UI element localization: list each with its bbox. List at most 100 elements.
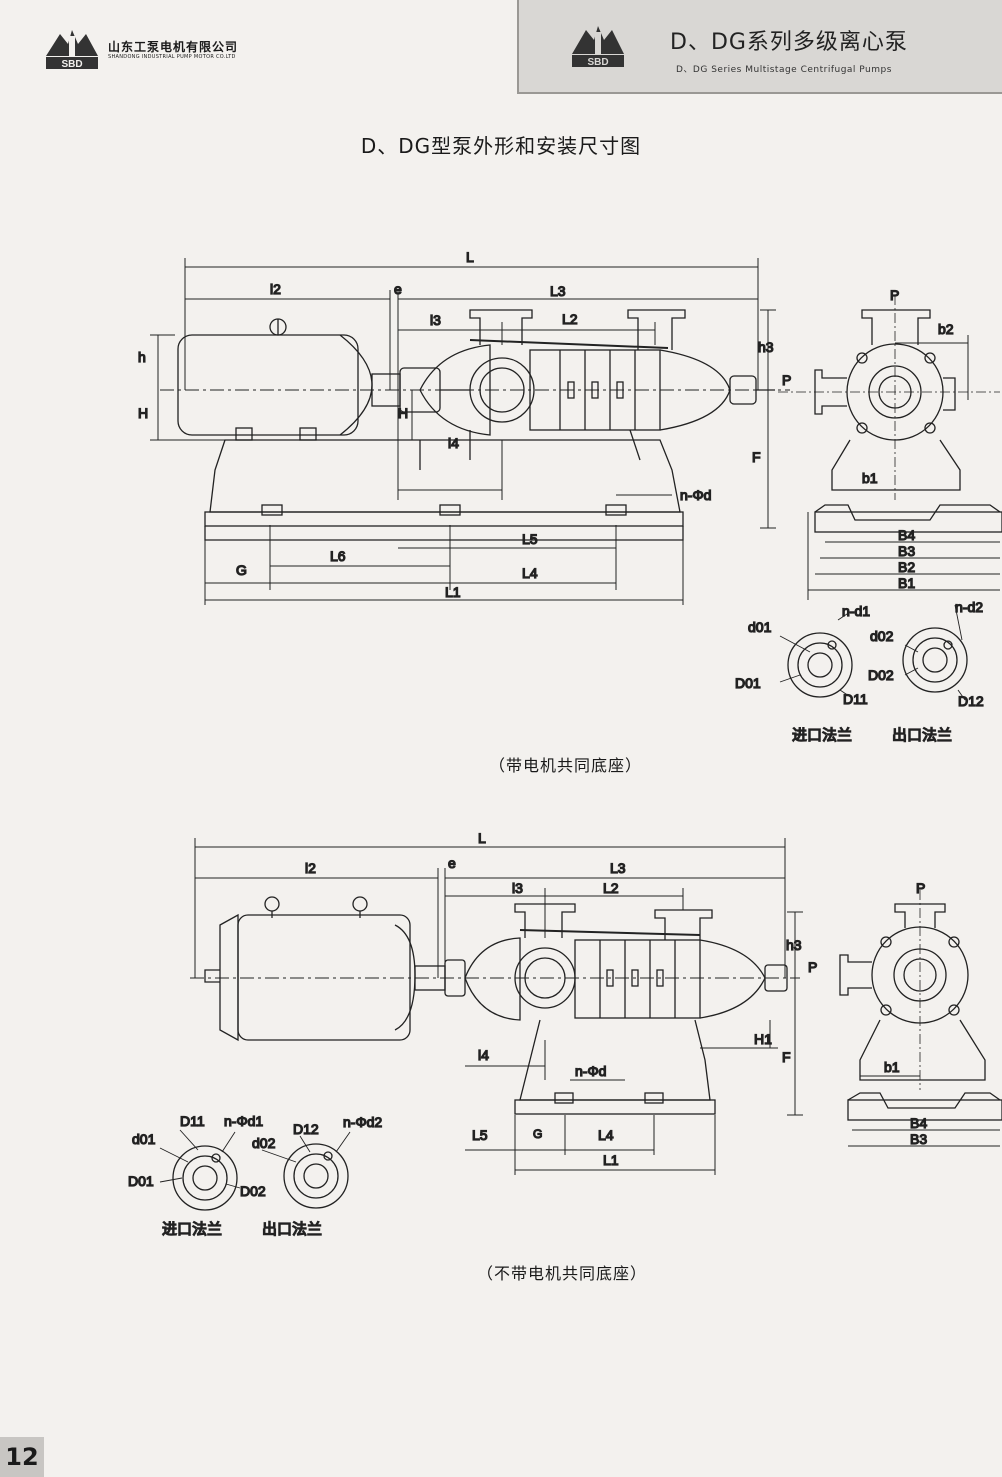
label-B1: B1: [898, 575, 915, 591]
label-flange-in: 进口法兰: [792, 726, 852, 744]
label-d02: d02: [870, 628, 894, 644]
label-d01-2: d01: [132, 1131, 156, 1147]
label-H: H: [138, 405, 148, 421]
company-logo-icon: SBD: [46, 30, 98, 70]
series-title-cn: D、DG系列多级离心泵: [670, 30, 908, 55]
outlet-flange-icon: [902, 627, 968, 693]
label-L6: L6: [330, 548, 346, 564]
label-l3-2: l3: [512, 880, 523, 896]
label-e-2: e: [448, 855, 456, 871]
label-L1-2: L1: [603, 1152, 619, 1168]
label-H-pump: H: [398, 405, 408, 421]
pump-outlet-nozzle: [627, 309, 686, 350]
pump-stage-body-2: [574, 939, 701, 1019]
label-D02: D02: [868, 667, 894, 683]
side-outlet-nozzle: [861, 309, 931, 345]
bottom-side-view: [839, 890, 1002, 1147]
label-d02-2: d02: [252, 1135, 276, 1151]
label-P-side: P: [782, 372, 791, 388]
pump-inlet-nozzle: [469, 309, 533, 345]
label-flange-in-2: 进口法兰: [162, 1220, 222, 1238]
label-B2: B2: [898, 559, 915, 575]
label-flange-out: 出口法兰: [892, 726, 952, 744]
label-e: e: [394, 281, 402, 297]
label-F: F: [752, 449, 761, 465]
page-header: SBD 山东工泵电机有限公司 SHANDONG INDUSTRIAL PUMP …: [0, 0, 1002, 95]
series-title-en: D、DG Series Multistage Centrifugal Pumps: [676, 65, 892, 75]
inlet-flange-icon-2: [172, 1145, 238, 1211]
svg-text:SBD: SBD: [587, 57, 608, 68]
svg-text:SBD: SBD: [61, 59, 82, 70]
label-H1-2: H1: [754, 1031, 772, 1047]
company-name-cn: 山东工泵电机有限公司: [108, 40, 239, 54]
top-drawing: L l2 e L3 l3 L2 h3 h H H l4 P P b2 b1 F …: [137, 248, 1002, 745]
top-side-view: [778, 295, 1002, 600]
label-D12: D12: [958, 693, 984, 709]
outlet-flange-icon-2: [283, 1143, 349, 1209]
label-L5-2: L5: [472, 1127, 488, 1143]
label-n-phi-d: n-Φd: [680, 487, 711, 503]
label-b1-2: b1: [884, 1059, 900, 1075]
company-name-en: SHANDONG INDUSTRIAL PUMP MOTOR CO.LTD: [108, 54, 236, 60]
label-D11: D11: [843, 691, 868, 707]
label-D12-2: D12: [293, 1121, 319, 1137]
label-P-side-2: P: [808, 959, 817, 975]
label-n-phi-d1-2: n-Φd1: [224, 1113, 263, 1129]
label-G-2: G: [533, 1127, 542, 1141]
label-L1: L1: [445, 584, 461, 600]
page-number: 12: [0, 1437, 44, 1477]
label-L2-2: L2: [603, 880, 619, 896]
caption-without-base: （不带电机共同底座）: [477, 1264, 648, 1283]
label-flange-out-2: 出口法兰: [262, 1220, 322, 1238]
motor-lifting-eye-icon-2: [264, 896, 280, 912]
label-h3-2: h3: [786, 937, 802, 953]
label-B3-2: B3: [910, 1131, 927, 1147]
label-b2: b2: [938, 321, 954, 337]
label-P-top-2: P: [916, 880, 925, 896]
label-l2: l2: [270, 281, 281, 297]
caption-with-base: （带电机共同底座）: [489, 756, 643, 775]
label-P-top: P: [890, 287, 899, 303]
motor-body-2: [237, 914, 411, 1041]
label-L4-2: L4: [598, 1127, 614, 1143]
common-base: [204, 511, 684, 527]
motor-body: [177, 334, 359, 436]
label-L3-2: L3: [610, 860, 626, 876]
top-flanges: [779, 604, 968, 701]
label-L3: L3: [550, 283, 566, 299]
bottom-dimension-lines: [194, 838, 803, 1175]
label-D11-2: D11: [180, 1113, 205, 1129]
inlet-flange-icon: [787, 632, 853, 698]
bottom-flanges: [159, 1129, 351, 1211]
label-h3: h3: [758, 339, 774, 355]
label-D01-2: D01: [128, 1173, 154, 1189]
label-F-2: F: [782, 1049, 791, 1065]
bottom-drawing: L l2 e L3 l3 L2 h3 P P H1 F l4 n-Φd b1 B…: [127, 829, 1002, 1239]
label-n-phi-d-2: n-Φd: [575, 1063, 606, 1079]
label-l2-2: l2: [305, 860, 316, 876]
label-L4: L4: [522, 565, 538, 581]
label-B4: B4: [898, 527, 915, 543]
label-d01: d01: [748, 619, 772, 635]
motor-lifting-eye-icon-3: [352, 896, 368, 912]
label-G: G: [236, 562, 247, 578]
label-B4-2: B4: [910, 1115, 927, 1131]
label-B3: B3: [898, 543, 915, 559]
label-n-phi-d2-2: n-Φd2: [343, 1114, 382, 1130]
label-L: L: [466, 249, 474, 265]
label-l4: l4: [448, 435, 459, 451]
label-l4-2: l4: [478, 1047, 489, 1063]
label-L-2: L: [478, 830, 486, 846]
pump-base: [514, 1099, 716, 1115]
motor-end-cap: [339, 334, 373, 436]
label-D02-2: D02: [240, 1183, 266, 1199]
label-b1: b1: [862, 470, 878, 486]
page-title: D、DG型泵外形和安装尺寸图: [360, 134, 642, 158]
label-h: h: [138, 349, 146, 365]
label-n-d2: n-d2: [955, 599, 983, 615]
label-l3: l3: [430, 312, 441, 328]
pump-pedestal: [209, 439, 681, 513]
label-D01: D01: [735, 675, 761, 691]
top-dimension-lines: [150, 258, 776, 605]
